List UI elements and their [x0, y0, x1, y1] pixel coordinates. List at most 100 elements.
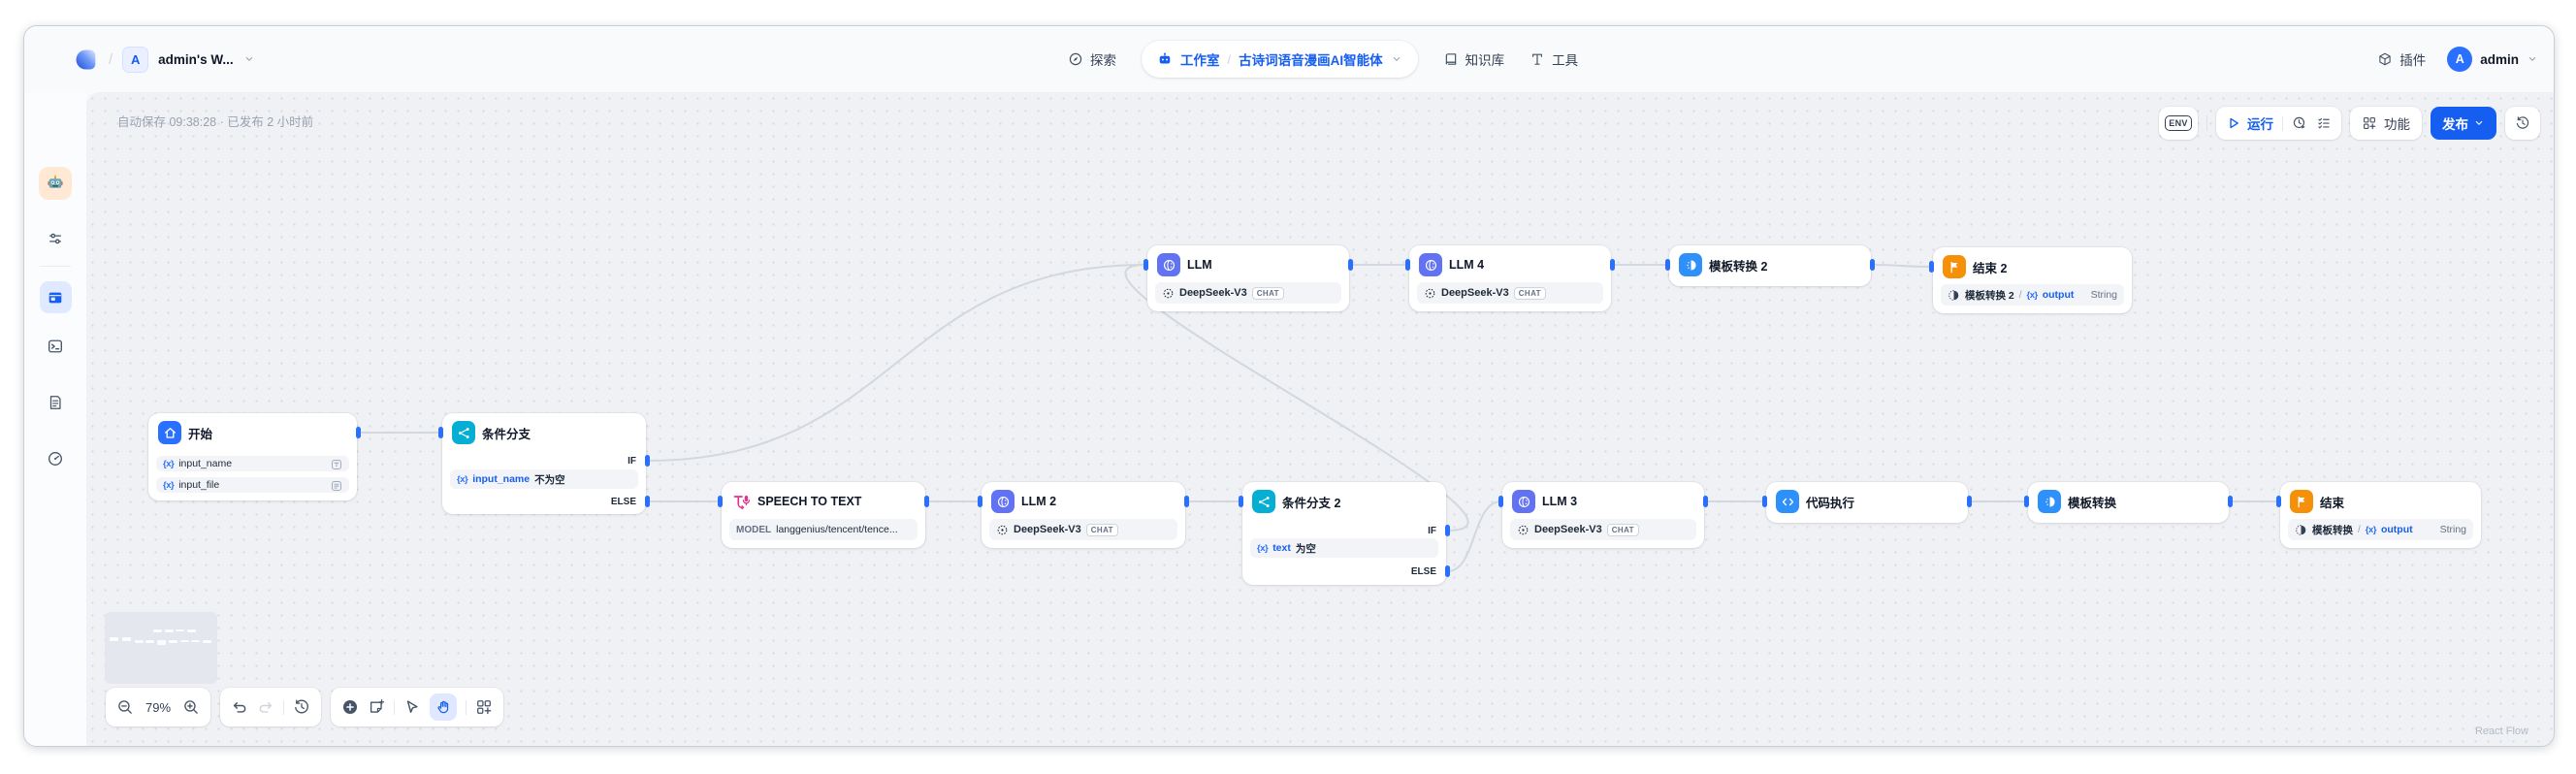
if-output-handle[interactable]	[1445, 525, 1450, 536]
version-history-button[interactable]	[2505, 107, 2540, 140]
output-handle[interactable]	[1870, 259, 1875, 271]
node-title: SPEECH TO TEXT	[731, 490, 918, 513]
minimap[interactable]	[105, 612, 217, 684]
run-history-icon[interactable]	[2292, 115, 2307, 131]
node-template1[interactable]: 模板转换	[2024, 482, 2233, 523]
input-handle[interactable]	[1929, 261, 1934, 273]
compass-icon	[1068, 51, 1083, 67]
output-handle[interactable]	[1348, 259, 1353, 271]
input-handle[interactable]	[1762, 496, 1767, 507]
user-avatar[interactable]: A	[2447, 47, 2473, 72]
redo-icon[interactable]	[257, 698, 274, 716]
deepseek-icon	[1162, 287, 1175, 300]
organize-nodes-icon[interactable]	[475, 698, 493, 716]
env-button[interactable]: ENV	[2159, 107, 2198, 140]
else-output-handle[interactable]	[645, 496, 650, 507]
nav-knowledge-label: 知识库	[1465, 53, 1505, 68]
add-note-icon[interactable]	[368, 698, 385, 716]
undo-icon[interactable]	[231, 698, 248, 716]
node-title: LLM 2	[991, 490, 1177, 513]
model-key: MODEL	[736, 524, 772, 535]
publish-button[interactable]: 发布	[2431, 107, 2496, 140]
change-history-icon[interactable]	[293, 698, 310, 716]
node-start[interactable]: 开始{x}input_name{x}input_file	[148, 413, 361, 500]
workspace-name[interactable]: admin's W...	[158, 51, 234, 67]
minimap-node	[202, 640, 211, 644]
chevron-down-icon[interactable]	[243, 53, 255, 65]
monitoring-icon[interactable]	[47, 450, 64, 468]
hand-mode-button[interactable]	[430, 693, 457, 721]
add-node-icon[interactable]	[341, 698, 359, 716]
zoom-in-icon[interactable]	[182, 698, 200, 716]
zoom-out-icon[interactable]	[116, 698, 134, 716]
llm-icon	[991, 490, 1014, 513]
output-handle[interactable]	[1703, 496, 1708, 507]
else-output-handle[interactable]	[1445, 565, 1450, 577]
minimap-node	[122, 636, 132, 642]
run-group: 运行	[2216, 107, 2341, 140]
input-handle[interactable]	[718, 496, 723, 507]
logs-icon[interactable]	[47, 394, 64, 411]
input-handle[interactable]	[978, 496, 982, 507]
nav-plugins[interactable]: 插件	[2377, 49, 2426, 69]
dify-logo-icon[interactable]	[73, 47, 99, 73]
slash: /	[2018, 289, 2022, 301]
input-handle[interactable]	[1239, 496, 1243, 507]
nav-studio-label[interactable]: 工作室	[1180, 53, 1220, 68]
var-row[interactable]: {x}input_file	[156, 477, 349, 493]
app-robot-icon[interactable]	[39, 167, 72, 200]
output-handle[interactable]	[2228, 496, 2233, 507]
nav-explore[interactable]: 探索	[1068, 49, 1116, 69]
input-handle[interactable]	[1405, 259, 1410, 271]
output-handle[interactable]	[924, 496, 929, 507]
pointer-mode-icon[interactable]	[403, 698, 421, 716]
output-handle[interactable]	[1967, 496, 1972, 507]
output-handle[interactable]	[1610, 259, 1615, 271]
if-output-handle[interactable]	[645, 455, 650, 467]
node-code[interactable]: 代码执行	[1762, 482, 1972, 523]
branch-if-label: IF	[1428, 525, 1436, 536]
sidebar-item-orchestrate[interactable]	[39, 281, 72, 313]
zoom-level[interactable]: 79%	[145, 699, 172, 715]
node-template2[interactable]: 模板转换 2	[1665, 245, 1875, 286]
input-handle[interactable]	[438, 427, 443, 438]
chevron-down-icon[interactable]	[1391, 53, 1402, 65]
input-handle[interactable]	[1143, 259, 1148, 271]
output-handle[interactable]	[1184, 496, 1189, 507]
input-handle[interactable]	[2276, 496, 2281, 507]
api-terminal-icon[interactable]	[47, 338, 64, 355]
input-handle[interactable]	[2024, 496, 2029, 507]
features-button[interactable]: 功能	[2350, 107, 2422, 140]
var-row[interactable]: {x}input_name	[156, 456, 349, 471]
preferences-icon[interactable]	[47, 230, 64, 247]
output-handle[interactable]	[356, 427, 361, 438]
input-handle[interactable]	[1498, 496, 1503, 507]
nav-tools[interactable]: 工具	[1530, 49, 1578, 69]
input-handle[interactable]	[1665, 259, 1670, 271]
nav-knowledge[interactable]: 知识库	[1443, 49, 1505, 69]
checklist-icon[interactable]	[2316, 115, 2332, 131]
output-variable: output	[2380, 524, 2413, 535]
user-menu[interactable]: A admin	[2447, 47, 2538, 72]
studio-breadcrumb[interactable]: 工作室 / 古诗词语音漫画AI智能体	[1142, 41, 1418, 78]
run-button[interactable]: 运行	[2226, 113, 2273, 133]
app-name[interactable]: 古诗词语音漫画AI智能体	[1239, 53, 1383, 68]
